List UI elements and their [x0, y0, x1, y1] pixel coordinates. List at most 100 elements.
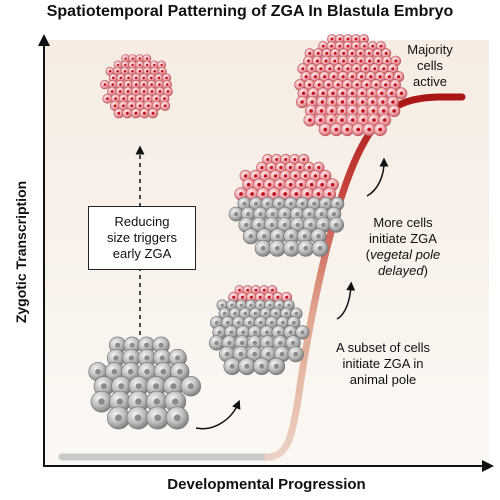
- active-nucleus: [127, 76, 130, 80]
- active-nucleus: [359, 59, 363, 63]
- active-nucleus: [293, 158, 297, 161]
- more-cells-line-2: initiate ZGA: [369, 231, 437, 246]
- active-nucleus: [313, 174, 318, 178]
- active-nucleus: [298, 165, 302, 170]
- active-nucleus: [327, 83, 331, 87]
- active-nucleus: [380, 91, 384, 96]
- inactive-nucleus: [225, 320, 230, 325]
- active-nucleus: [271, 288, 274, 292]
- active-nucleus: [258, 295, 262, 299]
- inactive-nucleus: [321, 222, 326, 228]
- active-nucleus: [300, 100, 304, 104]
- active-nucleus: [283, 192, 288, 196]
- active-nucleus: [385, 59, 389, 63]
- active-nucleus: [103, 83, 107, 86]
- active-nucleus: [263, 174, 268, 178]
- active-nucleus: [266, 158, 270, 161]
- active-nucleus: [153, 63, 156, 67]
- inactive-nucleus: [175, 355, 181, 361]
- active-nucleus: [146, 70, 149, 73]
- subset-annotation: A subset of cells initiate ZGA in animal…: [318, 340, 448, 388]
- majority-line-3: active: [413, 74, 447, 89]
- active-nucleus: [294, 192, 299, 196]
- active-nucleus: [320, 100, 324, 104]
- active-nucleus: [243, 174, 248, 178]
- active-nucleus: [155, 104, 159, 108]
- inactive-nucleus: [274, 311, 278, 316]
- inactive-nucleus: [153, 398, 160, 405]
- subset-line-2: initiate ZGA in: [342, 356, 424, 371]
- active-nucleus: [364, 67, 368, 71]
- inactive-nucleus: [300, 330, 305, 335]
- inactive-nucleus: [275, 234, 281, 239]
- inactive-nucleus: [158, 342, 164, 348]
- active-nucleus: [246, 288, 250, 292]
- active-nucleus: [232, 295, 236, 299]
- active-nucleus: [262, 288, 266, 292]
- active-nucleus: [381, 109, 386, 113]
- active-nucleus: [122, 97, 126, 100]
- active-nucleus: [278, 182, 282, 187]
- active-nucleus: [387, 75, 391, 79]
- inactive-nucleus: [154, 414, 162, 422]
- active-nucleus: [155, 97, 158, 100]
- active-nucleus: [163, 97, 166, 100]
- active-nucleus: [130, 104, 134, 108]
- active-nucleus: [145, 57, 149, 60]
- inactive-nucleus: [159, 355, 165, 361]
- inactive-nucleus: [291, 320, 296, 325]
- active-nucleus: [131, 57, 134, 60]
- active-nucleus: [360, 100, 365, 104]
- active-nucleus: [125, 111, 129, 115]
- inactive-nucleus: [246, 212, 251, 217]
- active-nucleus: [134, 76, 138, 80]
- active-nucleus: [372, 118, 376, 122]
- active-nucleus: [160, 63, 163, 67]
- inactive-nucleus: [100, 383, 107, 390]
- active-nucleus: [378, 75, 382, 79]
- embryo-majority-active: [294, 34, 408, 137]
- active-nucleus: [113, 104, 117, 108]
- active-nucleus: [123, 70, 127, 73]
- active-nucleus: [361, 109, 365, 113]
- inactive-nucleus: [288, 201, 293, 206]
- active-nucleus: [392, 109, 396, 113]
- y-axis: [38, 34, 50, 466]
- active-nucleus: [142, 83, 146, 86]
- inactive-nucleus: [249, 303, 253, 307]
- inactive-nucleus: [316, 234, 321, 239]
- active-nucleus: [241, 295, 244, 299]
- inactive-nucleus: [227, 340, 232, 346]
- active-nucleus: [317, 83, 321, 87]
- inactive-nucleus: [277, 303, 281, 307]
- inactive-nucleus: [247, 320, 252, 325]
- active-nucleus: [134, 111, 138, 115]
- active-nucleus: [309, 182, 314, 187]
- inactive-nucleus: [300, 201, 305, 206]
- active-nucleus: [165, 83, 169, 86]
- active-nucleus: [370, 91, 374, 96]
- active-nucleus: [399, 91, 404, 96]
- active-nucleus: [273, 174, 278, 178]
- active-nucleus: [376, 59, 380, 63]
- inactive-nucleus: [273, 363, 279, 369]
- active-nucleus: [329, 118, 334, 122]
- active-nucleus: [110, 90, 114, 93]
- inactive-nucleus: [144, 368, 150, 375]
- active-nucleus: [346, 83, 350, 87]
- active-nucleus: [267, 295, 271, 299]
- inactive-nucleus: [252, 340, 257, 346]
- subset-line-3: animal pole: [349, 372, 417, 387]
- active-nucleus: [324, 59, 328, 63]
- inactive-nucleus: [303, 245, 309, 251]
- x-axis: [43, 460, 494, 472]
- active-nucleus: [163, 104, 167, 108]
- inactive-nucleus: [170, 383, 177, 390]
- active-nucleus: [302, 158, 306, 161]
- majority-line-2: cells: [416, 58, 443, 73]
- inactive-nucleus: [276, 330, 281, 335]
- inactive-nucleus: [282, 212, 287, 217]
- active-nucleus: [317, 165, 321, 170]
- active-nucleus: [150, 83, 153, 86]
- more-cells-annotation: More cells initiate ZGA (vegetal pole de…: [348, 215, 458, 279]
